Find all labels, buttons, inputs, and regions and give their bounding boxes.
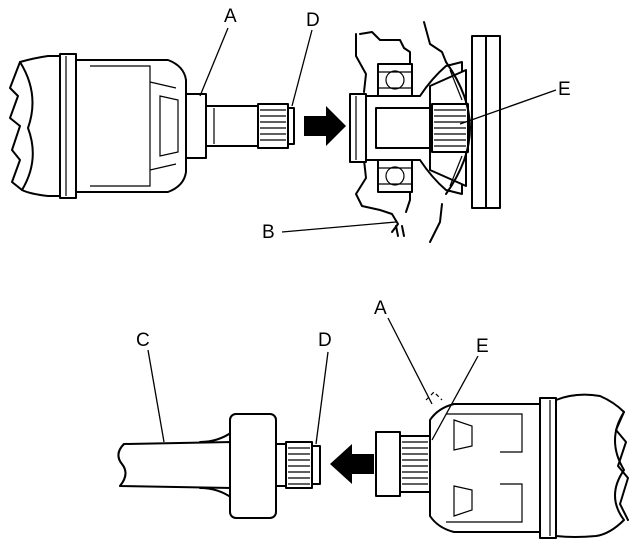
- label-bottom-e: E: [476, 336, 489, 357]
- bottom-driveshaft: [117, 413, 321, 519]
- top-differential-housing: [349, 21, 501, 243]
- leader-bottom-c: [147, 349, 165, 443]
- arrow-right-icon: [304, 106, 346, 146]
- label-top-a: A: [224, 6, 237, 27]
- leader-top-a: [199, 27, 229, 97]
- side-gear-splines: [434, 109, 466, 147]
- leader-bottom-a: [387, 317, 433, 405]
- label-top-b: B: [262, 222, 275, 243]
- top-outboard-joint: [9, 53, 295, 199]
- label-bottom-c: C: [136, 330, 150, 351]
- leader-bottom-d: [315, 351, 329, 445]
- leader-top-d: [291, 29, 313, 107]
- bottom-shaft-splines: [288, 447, 310, 485]
- leader-bottom-e: [431, 355, 479, 441]
- bottom-inboard-joint: [375, 391, 629, 539]
- arrow-left-icon: [330, 444, 374, 484]
- label-bottom-a: A: [374, 298, 387, 319]
- label-bottom-d: D: [318, 330, 332, 351]
- inner-race-splines: [402, 441, 428, 485]
- top-stub-splines: [260, 109, 286, 141]
- leader-top-e: [459, 89, 557, 125]
- leader-top-b: [281, 221, 397, 233]
- label-top-e: E: [558, 79, 571, 100]
- label-top-d: D: [306, 10, 320, 31]
